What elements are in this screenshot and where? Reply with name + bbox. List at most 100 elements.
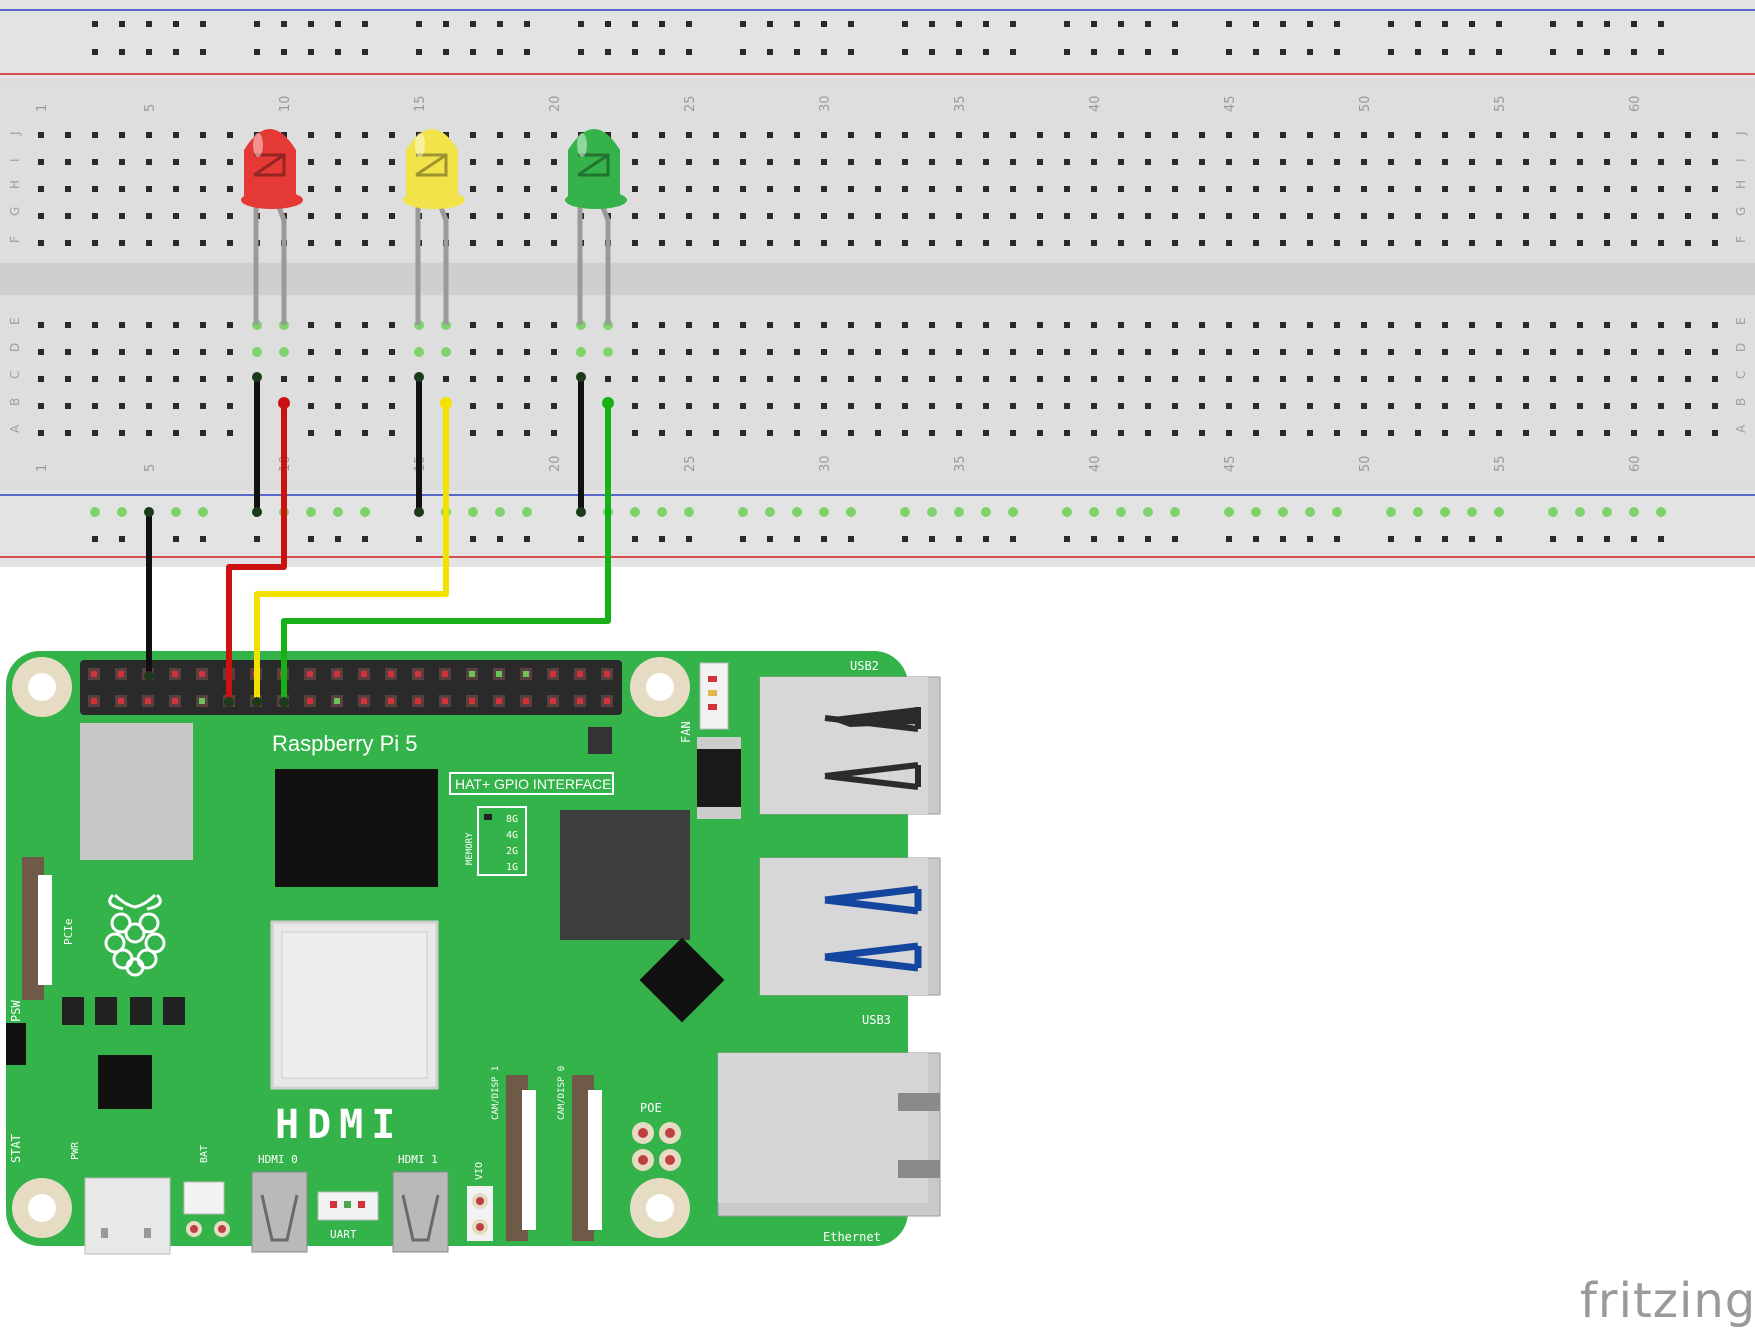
rail-hole [1658,21,1664,27]
breadboard-hole [119,403,125,409]
breadboard-hole [929,322,935,328]
wire-end [602,397,614,409]
rail-hole [632,536,638,542]
fritzing-logo: fritzing [1580,1273,1755,1329]
breadboard-hole [1712,213,1718,219]
rail-hole [1064,21,1070,27]
breadboard-hole [308,186,314,192]
hat-gpio-label: HAT+ GPIO INTERFACE [455,776,612,792]
gpio-pin [415,671,421,677]
yellow-signal-wire[interactable] [254,403,449,702]
gpio-pin [118,698,124,704]
breadboard-hole [1118,159,1124,165]
led-yellow[interactable] [403,129,465,325]
led-green[interactable] [565,129,627,325]
breadboard-hole [1550,349,1556,355]
green-signal-wire[interactable] [281,403,611,702]
power-switch[interactable] [6,1023,26,1065]
rail-hole [1577,49,1583,55]
hdmi0-label: HDMI 0 [258,1153,298,1166]
breadboard-hole [1226,159,1232,165]
main-soc [275,769,438,887]
rail-hole [1631,536,1637,542]
rail-hole [308,536,314,542]
breadboard-hole [659,132,665,138]
breadboard-hole [1442,213,1448,219]
breadboard-hole [1037,186,1043,192]
breadboard-hole [227,132,233,138]
breadboard-hole [1118,322,1124,328]
breadboard-hole [1280,349,1286,355]
breadboard-hole [848,186,854,192]
gpio-pin [91,698,97,704]
breadboard-hole [1685,376,1691,382]
inductors [62,997,185,1025]
rail-hole [848,21,854,27]
connected-rail-hole [1575,507,1585,517]
row-label: G [1734,207,1748,216]
breadboard-hole [983,240,989,246]
breadboard-hole [659,213,665,219]
breadboard-hole [1523,376,1529,382]
breadboard-hole [1658,132,1664,138]
rail-hole [1388,21,1394,27]
breadboard-hole [1550,322,1556,328]
row-label: I [8,158,22,162]
breadboard-hole [551,159,557,165]
hat-gpio-label-box [449,772,614,795]
rail-hole [497,49,503,55]
rail-hole [362,536,368,542]
breadboard-hole [1415,186,1421,192]
gpio-pin [172,698,178,704]
breadboard-hole [956,213,962,219]
rail-hole [929,49,935,55]
breadboard-hole [767,430,773,436]
breadboard-hole [470,213,476,219]
breadboard-hole [173,376,179,382]
wire-end [576,372,586,382]
breadboard-hole [767,349,773,355]
breadboard-hole [92,159,98,165]
breadboard-hole [1577,186,1583,192]
connected-rail-hole [1440,507,1450,517]
breadboard-hole [767,213,773,219]
breadboard-hole [1604,430,1610,436]
red-signal-wire[interactable] [226,403,287,702]
connected-rail-hole [306,507,316,517]
rail-hole [335,49,341,55]
breadboard-hole [1388,213,1394,219]
breadboard-hole [1307,159,1313,165]
rail-hole [1469,49,1475,55]
breadboard-hole [92,403,98,409]
breadboard-hole [1118,240,1124,246]
breadboard-hole [1172,349,1178,355]
rail-hole [821,536,827,542]
gpio-pin [361,698,367,704]
breadboard-hole [956,322,962,328]
breadboard-hole [1604,376,1610,382]
breadboard-hole [1064,322,1070,328]
breadboard-hole [1091,376,1097,382]
rail-hole [173,49,179,55]
breadboard-hole [470,376,476,382]
breadboard-hole [1226,186,1232,192]
breadboard-hole [1712,403,1718,409]
breadboard-hole [173,349,179,355]
breadboard-hole [1334,213,1340,219]
connected-rail-hole [1656,507,1666,517]
breadboard-hole [1064,240,1070,246]
breadboard-hole [1145,376,1151,382]
led-die [415,153,448,177]
breadboard-hole [1253,213,1259,219]
led-red[interactable] [241,129,303,325]
row-label: B [1734,398,1748,406]
raspberry-pi-board: FAN USB2 USB3 [6,651,941,1255]
connected-rail-hole [1224,507,1234,517]
breadboard-hole [1118,430,1124,436]
breadboard-hole [632,132,638,138]
rail-hole [308,49,314,55]
breadboard-hole [686,132,692,138]
sd-card-slot [80,723,193,860]
